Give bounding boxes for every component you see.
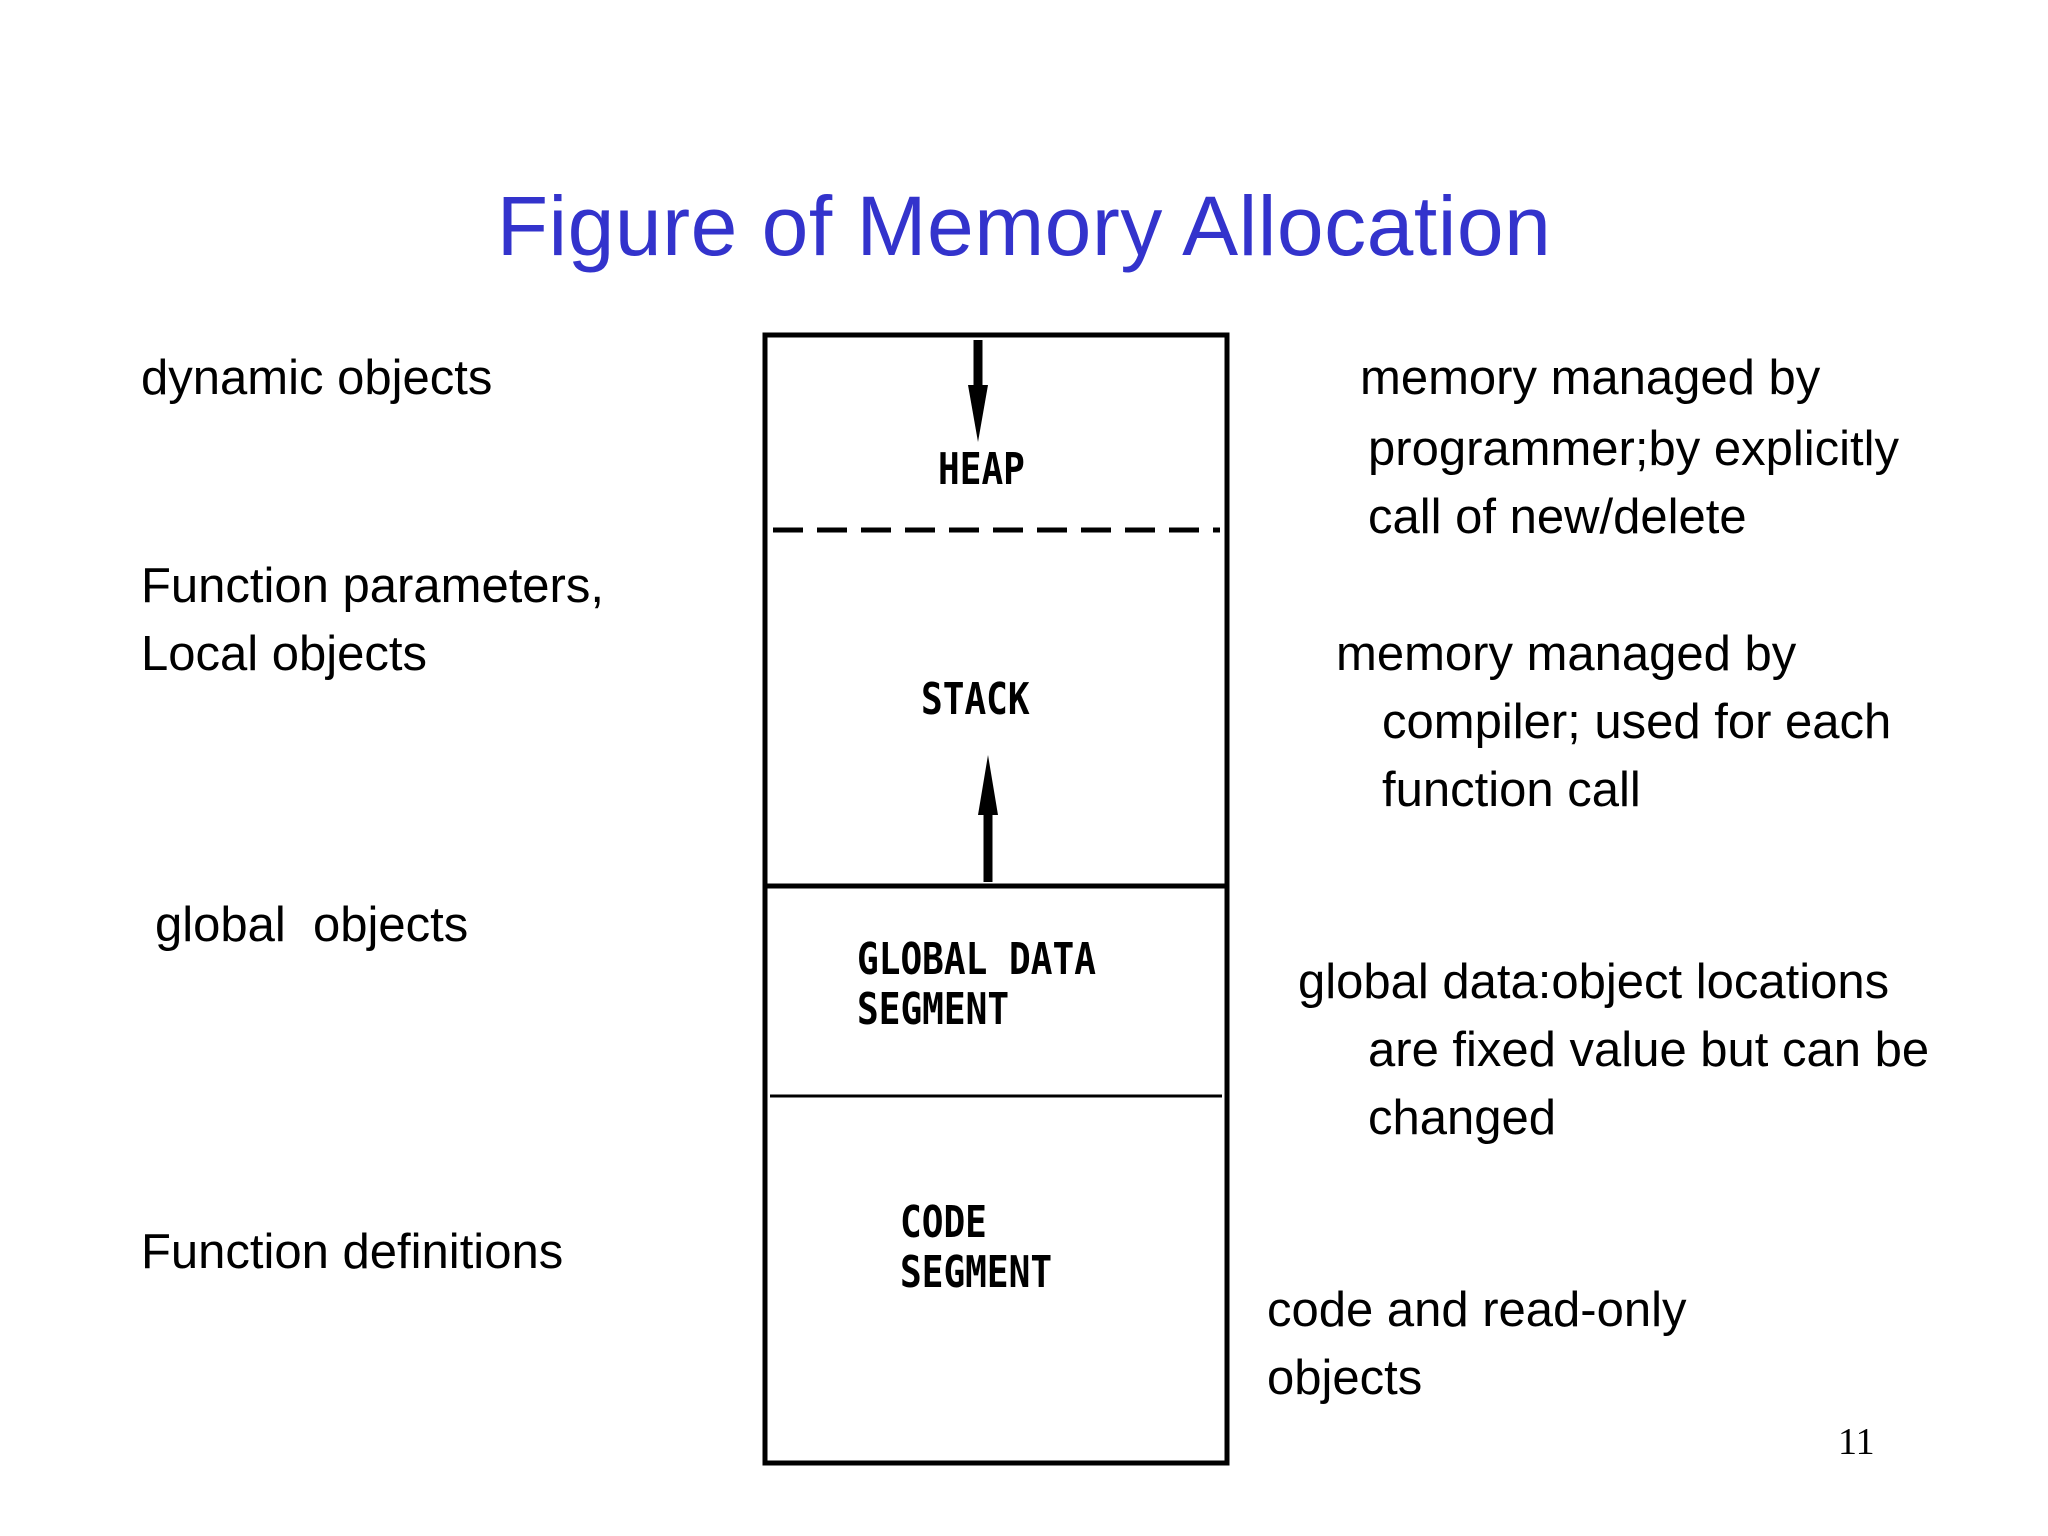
heap-segment-label: HEAP	[938, 444, 1025, 495]
right-note-heap-line1: memory managed by	[1360, 351, 1821, 405]
global-segment-label-line1: GLOBAL DATA	[857, 934, 1096, 985]
heap-growth-arrow	[968, 340, 988, 442]
stack-segment-label: STACK	[921, 674, 1030, 725]
right-note-code-line2: objects	[1267, 1351, 1423, 1405]
left-label-stack-line2: Local objects	[141, 627, 428, 681]
right-note-stack-line1: memory managed by	[1336, 627, 1797, 681]
left-label-global: global objects	[155, 898, 469, 952]
right-note-global-line3: changed	[1368, 1091, 1557, 1145]
code-segment-label-line2: SEGMENT	[900, 1247, 1053, 1298]
right-note-global-line2: are fixed value but can be	[1368, 1023, 1930, 1077]
code-segment-label-line1: CODE	[900, 1197, 987, 1248]
stack-growth-arrow	[978, 755, 998, 882]
right-note-stack-line3: function call	[1382, 763, 1641, 817]
right-note-heap-line3: call of new/delete	[1368, 490, 1747, 544]
left-label-code: Function definitions	[141, 1225, 564, 1279]
page-number: 11	[1838, 1421, 1875, 1463]
slide-title: Figure of Memory Allocation	[496, 179, 1552, 273]
left-label-heap: dynamic objects	[141, 351, 493, 405]
right-note-stack-line2: compiler; used for each	[1382, 695, 1892, 749]
right-note-global-line1: global data:object locations	[1298, 955, 1890, 1009]
global-segment-label-line2: SEGMENT	[857, 984, 1010, 1035]
right-note-heap-line2: programmer;by explicitly	[1368, 422, 1899, 476]
memory-block-outline	[762, 332, 1230, 1466]
left-label-stack-line1: Function parameters,	[141, 559, 604, 613]
right-note-code-line1: code and read-only	[1267, 1283, 1687, 1337]
